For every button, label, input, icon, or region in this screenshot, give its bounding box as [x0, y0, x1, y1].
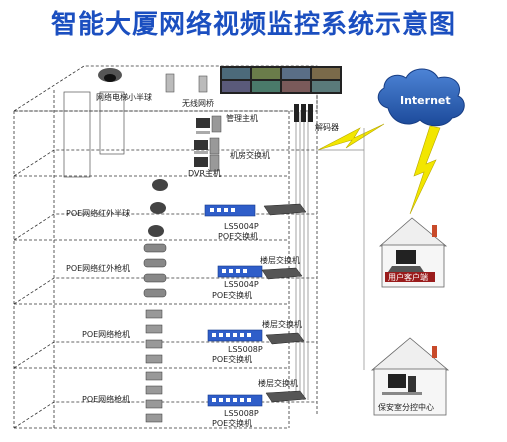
- label-poe-switch-3: POE交换机: [212, 354, 252, 364]
- label-decoder: 解码器: [315, 122, 339, 132]
- elevator-shaft: [63, 91, 125, 178]
- label-poe-switch-1: POE交换机: [218, 231, 258, 241]
- poe-switch-3-icon: [207, 329, 263, 342]
- building-frame: [12, 65, 318, 429]
- poe-switch-4-icon: [207, 394, 263, 407]
- floor-switch-4-icon: [265, 390, 307, 403]
- security-center-house-icon: [370, 337, 450, 416]
- label-dvr-host: DVR主机: [188, 168, 221, 178]
- ir-bullet-camera-icon: [143, 243, 167, 298]
- bullet-camera-icon-1: [145, 309, 163, 364]
- label-ls5008p-1: LS5008P: [228, 345, 263, 354]
- lightning-icon-top: [317, 123, 385, 151]
- label-poe-bullet-1: POE网络枪机: [82, 329, 130, 339]
- room-switch-icon: [194, 137, 220, 155]
- label-elevator-dome: 网络电梯小半球: [96, 92, 152, 102]
- dvr-host-icon: [194, 154, 220, 172]
- user-client-house-icon: [378, 217, 448, 288]
- label-poe-ir-dome: POE网络红外半球: [66, 208, 130, 218]
- label-floor-switch-1: 楼层交换机: [260, 255, 300, 265]
- label-floor-switch-3: 楼层交换机: [258, 378, 298, 388]
- label-user-client: 用户客户端: [388, 272, 428, 282]
- floor-switch-1-icon: [263, 203, 307, 216]
- management-host-icon: [196, 115, 222, 134]
- connection-lines: [317, 128, 365, 370]
- floor-switch-3-icon: [265, 332, 305, 345]
- elevator-dome-camera-icon: [98, 68, 122, 82]
- decoder-icon: [294, 104, 313, 122]
- label-wireless-bridge: 无线网桥: [182, 98, 214, 108]
- label-ls5004p-2: LS5004P: [224, 280, 259, 289]
- video-wall-icon: [220, 66, 342, 94]
- ir-dome-camera-icon: [148, 179, 168, 237]
- poe-switch-2-icon: [217, 265, 263, 278]
- label-internet: Internet: [400, 94, 451, 107]
- label-ls5008p-2: LS5008P: [224, 409, 259, 418]
- label-poe-switch-2: POE交换机: [212, 290, 252, 300]
- label-floor-switch-2: 楼层交换机: [262, 319, 302, 329]
- label-security-center: 保安室分控中心: [378, 402, 434, 412]
- diagram-title: 智能大厦网络视频监控系统示意图: [50, 10, 456, 40]
- label-ls5004p-1: LS5004P: [224, 222, 259, 231]
- floor-switch-2-icon: [261, 267, 303, 280]
- label-poe-bullet-2: POE网络枪机: [82, 394, 130, 404]
- label-room-switch: 机房交换机: [230, 150, 270, 160]
- internet-cloud-icon: [377, 68, 465, 127]
- lightning-icon-bottom: [409, 125, 441, 215]
- label-management-host: 管理主机: [226, 113, 258, 123]
- wireless-bridge-icon: [165, 73, 208, 93]
- bullet-camera-icon-2: [145, 371, 163, 423]
- label-poe-ir-bullet: POE网络红外枪机: [66, 263, 130, 273]
- poe-switch-1-icon: [204, 204, 256, 217]
- label-poe-switch-4: POE交换机: [212, 418, 252, 428]
- vertical-cables: [295, 112, 309, 400]
